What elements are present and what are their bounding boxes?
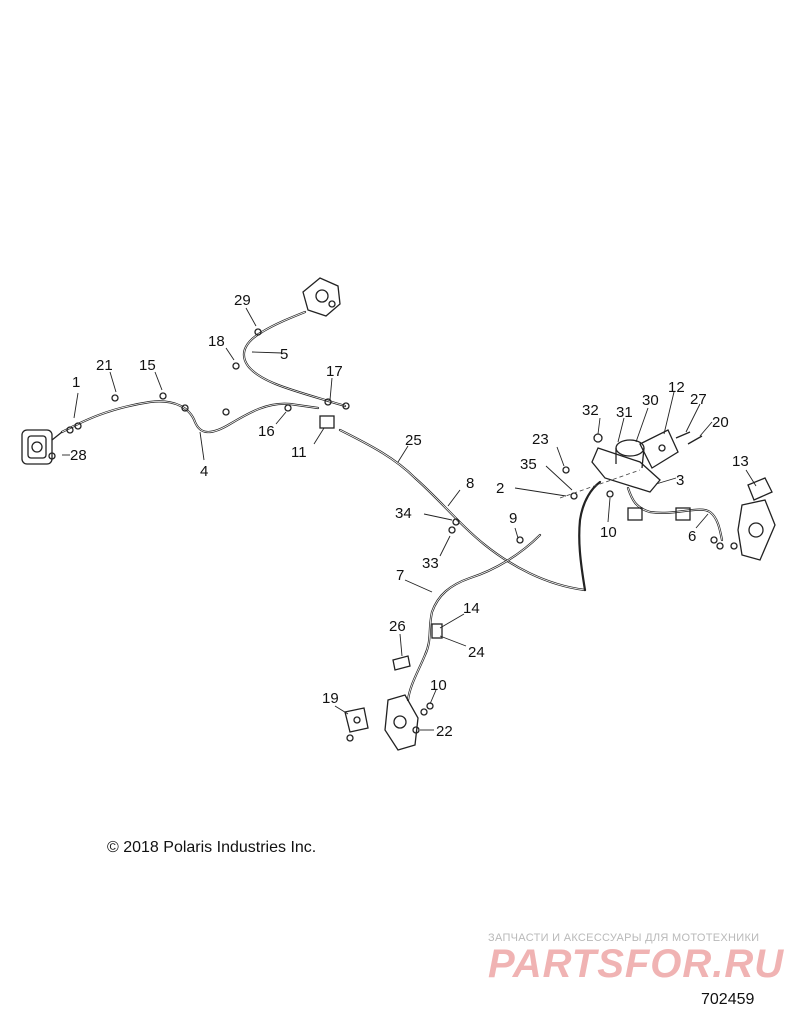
callout-11: 11	[291, 444, 307, 461]
callout-15: 15	[139, 357, 156, 374]
callout-6: 6	[688, 528, 696, 545]
callout-13: 13	[732, 453, 749, 470]
brake-hose-25	[338, 428, 587, 592]
brake-hose-4	[60, 400, 320, 434]
callout-28: 28	[70, 447, 87, 464]
callout-31: 31	[616, 404, 633, 421]
callout-27: 27	[690, 391, 707, 408]
callout-19: 19	[322, 690, 339, 707]
callout-3: 3	[676, 472, 684, 489]
callout-21: 21	[96, 357, 113, 374]
master-cylinder-3	[591, 439, 661, 493]
callout-29: 29	[234, 292, 251, 309]
callout-20: 20	[712, 414, 729, 431]
callout-17: 17	[326, 363, 343, 380]
brake-hoses	[60, 310, 724, 702]
callout-1: 1	[72, 374, 80, 391]
callout-5: 5	[280, 346, 288, 363]
rear-caliper-22	[384, 694, 419, 751]
watermark-logo: PARTSFOR.RU	[488, 942, 785, 986]
clip-26	[392, 655, 411, 671]
callout-30: 30	[642, 392, 659, 409]
callout-33: 33	[422, 555, 439, 572]
bracket-14	[431, 623, 443, 639]
watermark-tagline: ЗАПЧАСТИ И АКСЕССУАРЫ ДЛЯ МОТОТЕХНИКИ	[488, 932, 760, 944]
clip-6-body	[627, 507, 691, 521]
copyright-notice: © 2018 Polaris Industries Inc.	[107, 839, 317, 856]
brake-hose-8	[578, 480, 602, 592]
callout-25: 25	[405, 432, 422, 449]
callout-12: 12	[668, 379, 685, 396]
leader-lines	[62, 307, 757, 731]
callout-24: 24	[468, 644, 485, 661]
callout-9: 9	[509, 510, 517, 527]
document-number: 702459	[701, 991, 755, 1008]
callout-22: 22	[436, 723, 453, 740]
callout-34: 34	[395, 505, 412, 522]
callout-4: 4	[200, 463, 208, 480]
callout-32: 32	[582, 402, 599, 419]
callout-35: 35	[520, 456, 537, 473]
callout-23: 23	[532, 431, 549, 448]
fasteners	[48, 328, 738, 742]
callout-8: 8	[466, 475, 474, 492]
block-11	[319, 415, 335, 429]
bracket-12	[639, 429, 679, 469]
callout-18: 18	[208, 333, 225, 350]
callout-14: 14	[463, 600, 480, 617]
brake-hose-5	[242, 310, 347, 408]
callout-2: 2	[496, 480, 504, 497]
assembly-axis	[559, 469, 641, 499]
right-front-caliper	[302, 277, 341, 317]
right-rear-caliper-13	[737, 477, 776, 561]
callout-10-b: 10	[430, 677, 447, 694]
callout-16: 16	[258, 423, 275, 440]
callout-7: 7	[396, 567, 404, 584]
callout-10-a: 10	[600, 524, 617, 541]
left-front-caliper-28	[21, 429, 63, 465]
bracket-19	[344, 707, 369, 733]
callout-labels: 1 2 3 4 5 6 7 8 9 10 10 11 12 13 14 15 1…	[70, 292, 749, 740]
callout-26: 26	[389, 618, 406, 635]
